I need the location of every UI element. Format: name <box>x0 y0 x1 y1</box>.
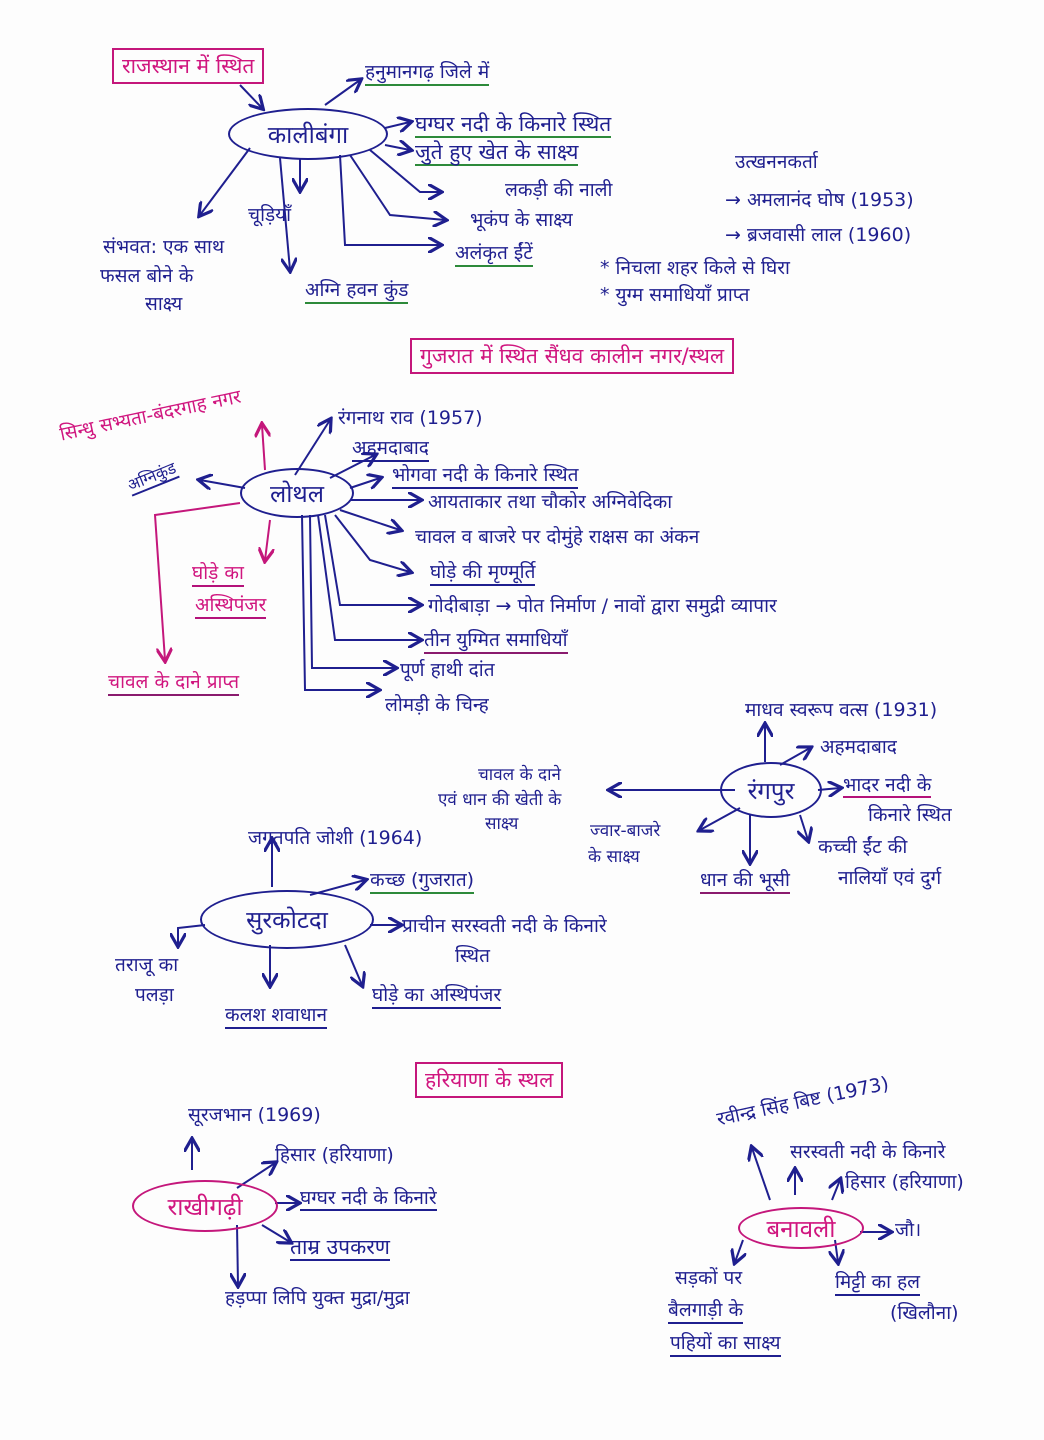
excavator-2: → ब्रजवासी लाल (1960) <box>725 224 912 246</box>
kalibangan-fact-ploughed-field: जुते हुए खेत के साक्ष्य <box>415 140 579 167</box>
excavator-1: → अमलानंद घोष (1953) <box>725 189 914 211</box>
kalibangan-fact-bangles: चूड़ियाँ <box>248 204 292 226</box>
rangpur-millet-line2: के साक्ष्य <box>588 847 640 867</box>
kalibangan-crops-line2: फसल बोने के <box>100 265 194 287</box>
rangpur-rice-line2: एवं धान की खेती के <box>438 790 562 810</box>
lothal-horse-skeleton-line1: घोड़े का <box>192 562 244 587</box>
lothal-fact-ivory: पूर्ण हाथी दांत <box>400 659 495 681</box>
banawali-plough-line2: (खिलौना) <box>890 1302 959 1324</box>
surkotada-region: कच्छ (गुजरात) <box>370 869 475 894</box>
rakhigarhi-excavator: सूरजभान (1969) <box>188 1104 321 1126</box>
banawali-district: हिसार (हरियाणा) <box>845 1171 964 1193</box>
rakhigarhi-node: राखीगढ़ी <box>132 1180 278 1232</box>
banawali-barley: जौ। <box>895 1219 922 1241</box>
surkotada-scale-line2: पलड़ा <box>135 984 174 1006</box>
banawali-excavator: रवीन्द्र सिंह बिष्ट (1973) <box>714 1072 891 1131</box>
rangpur-river-line1: भादर नदी के <box>843 774 932 798</box>
surkotada-scale-line1: तराजू का <box>115 954 179 976</box>
lothal-node: लोथल <box>240 468 354 518</box>
lothal-fact-burials: तीन युग्मित समाधियाँ <box>424 629 568 654</box>
rangpur-rice-line3: साक्ष्य <box>485 814 519 834</box>
kalibangan-note-1: * निचला शहर किले से घिरा <box>600 257 790 279</box>
surkotada-river-line2: स्थित <box>455 945 490 967</box>
rakhigarhi-seal: हड़प्पा लिपि युक्त मुद्रा/मुद्रा <box>225 1287 410 1309</box>
rajasthan-heading: राजस्थान में स्थित <box>112 48 265 84</box>
lothal-fact-altars: आयताकार तथा चौकोर अग्निवेदिका <box>428 491 673 513</box>
rangpur-bricks-line2: नालियाँ एवं दुर्ग <box>838 867 942 889</box>
lothal-fact-dockyard: गोदीबाड़ा → पोत निर्माण / नावों द्वारा स… <box>428 595 777 617</box>
lothal-fact-horse-figurine: घोड़े की मृण्मूर्ति <box>430 561 536 586</box>
banawali-node: बनावली <box>738 1207 864 1249</box>
excavators-title: उत्खननकर्ता <box>735 151 818 173</box>
surkotada-burial: कलश शवाधान <box>225 1004 327 1029</box>
kalibangan-fact-wooden-drain: लकड़ी की नाली <box>505 179 613 201</box>
rangpur-bricks-line1: कच्ची ईंट की <box>818 836 908 858</box>
kalibangan-node: कालीबंगा <box>228 108 388 160</box>
banawali-plough-line1: मिट्टी का हल <box>835 1271 921 1296</box>
rakhigarhi-district: हिसार (हरियाणा) <box>275 1144 394 1166</box>
lothal-horse-skeleton-line2: अस्थिपंजर <box>195 594 267 619</box>
rangpur-district: अहमदाबाद <box>820 736 897 758</box>
surkotada-excavator: जगतपति जोशी (1964) <box>248 827 423 849</box>
kalibangan-crops-line1: संभवत: एक साथ <box>103 236 225 258</box>
banawali-cart-line2: बैलगाड़ी के <box>668 1299 744 1324</box>
haryana-heading: हरियाणा के स्थल <box>415 1062 564 1098</box>
banawali-cart-line1: सड़कों पर <box>675 1267 743 1289</box>
lothal-fact-excavator: रंगनाथ राव (1957) <box>338 407 483 429</box>
surkotada-horse: घोड़े का अस्थिपंजर <box>372 984 502 1009</box>
kalibangan-note-2: * युग्म समाधियाँ प्राप्त <box>600 284 750 306</box>
lothal-rice: चावल के दाने प्राप्त <box>108 671 240 696</box>
banawali-river: सरस्वती नदी के किनारे <box>790 1141 946 1163</box>
lothal-fact-demon: चावल व बाजरे पर दोमुंहे राक्षस का अंकन <box>415 526 700 548</box>
kalibangan-fact-river: घग्घर नदी के किनारे स्थित <box>415 112 612 139</box>
kalibangan-district: हनुमानगढ़ जिले में <box>365 61 490 86</box>
kalibangan-fact-decorated-bricks: अलंकृत ईंटें <box>455 242 533 267</box>
rangpur-excavator: माधव स्वरूप वत्स (1931) <box>745 699 938 721</box>
rakhigarhi-river: घग्घर नदी के किनारे <box>300 1187 437 1211</box>
rangpur-node: रंगपुर <box>720 762 822 818</box>
kalibangan-fact-earthquake: भूकंप के साक्ष्य <box>470 209 573 231</box>
rakhigarhi-copper: ताम्र उपकरण <box>290 1235 390 1262</box>
kalibangan-fact-fire-altar: अग्नि हवन कुंड <box>305 279 409 304</box>
rangpur-river-line2: किनारे स्थित <box>868 804 952 826</box>
lothal-fire-altar: अग्निकुंड <box>125 458 180 497</box>
kalibangan-crops-line3: साक्ष्य <box>145 293 183 315</box>
lothal-fact-river: भोगवा नदी के किनारे स्थित <box>392 464 579 489</box>
gujarat-heading: गुजरात में स्थित सैंधव कालीन नगर/स्थल <box>410 338 735 374</box>
rangpur-rice-line1: चावल के दाने <box>478 765 561 785</box>
surkotada-river-line1: प्राचीन सरस्वती नदी के किनारे <box>402 915 607 937</box>
rangpur-millet-line1: ज्वार-बाजरे <box>590 821 661 841</box>
banawali-cart-line3: पहियों का साक्ष्य <box>670 1332 781 1357</box>
lothal-fact-district: अहमदाबाद <box>352 437 429 462</box>
lothal-fact-fox: लोमड़ी के चिन्ह <box>385 694 489 716</box>
surkotada-node: सुरकोटदा <box>200 890 374 949</box>
rangpur-husk: धान की भूसी <box>700 869 790 894</box>
lothal-port-note: सिन्धु सभ्यता-बंदरगाह नगर <box>57 385 243 446</box>
